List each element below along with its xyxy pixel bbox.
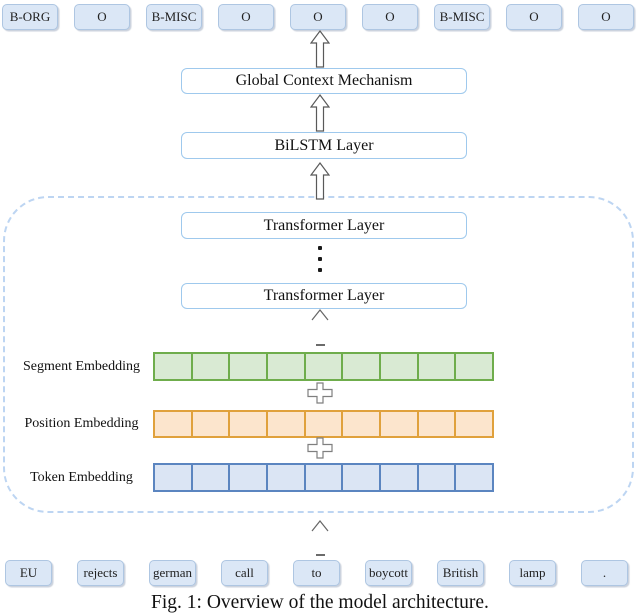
embedding-cell — [379, 410, 419, 438]
output-label-box: O — [578, 4, 634, 30]
embedding-cell — [341, 463, 382, 492]
position-embedding-row — [153, 410, 495, 438]
embedding-cell — [303, 352, 344, 381]
up-arrow-icon — [310, 30, 330, 68]
token-embedding-row — [153, 463, 495, 492]
input-token-box: call — [221, 560, 268, 586]
embedding-cell — [190, 463, 231, 492]
input-token-box: rejects — [77, 560, 124, 586]
embedding-cell — [228, 352, 269, 381]
plus-icon — [307, 382, 333, 404]
input-token-box: boycott — [365, 560, 412, 586]
segment-embedding-row — [153, 352, 495, 381]
embedding-cell — [153, 410, 193, 438]
input-token-box: . — [581, 560, 628, 586]
embedding-cell — [153, 352, 193, 381]
output-label-box: B-ORG — [2, 4, 58, 30]
input-token-box: german — [149, 560, 196, 586]
transformer-layer-bottom-block: Transformer Layer — [181, 283, 467, 309]
embedding-cell — [341, 352, 382, 381]
dashed-arrow-stem — [316, 344, 325, 346]
embedding-cell — [379, 352, 419, 381]
embedding-cell — [153, 463, 193, 492]
transformer-layer-label: Transformer Layer — [263, 216, 385, 234]
embedding-cell — [341, 410, 382, 438]
dashed-up-arrow-icon — [311, 309, 329, 321]
segment-embedding-label: Segment Embedding — [22, 359, 141, 374]
transformer-layer-top-block: Transformer Layer — [181, 212, 467, 239]
output-label-box: B-MISC — [434, 4, 490, 30]
embedding-cell — [416, 463, 457, 492]
output-label-box: O — [506, 4, 562, 30]
bilstm-layer-label: BiLSTM Layer — [274, 136, 374, 154]
global-context-mechanism-block: Global Context Mechanism — [181, 68, 467, 94]
embedding-cell — [379, 463, 419, 492]
embedding-cell — [228, 410, 269, 438]
transformer-layer-label: Transformer Layer — [263, 287, 385, 304]
up-arrow-icon — [310, 94, 330, 132]
output-label-box: B-MISC — [146, 4, 202, 30]
ellipsis-dot — [318, 257, 322, 261]
ellipsis-dot — [318, 246, 322, 250]
token-embedding-label: Token Embedding — [30, 470, 133, 485]
dashed-arrow-stem — [316, 554, 325, 556]
position-embedding-label: Position Embedding — [24, 416, 139, 431]
embedding-cell — [416, 352, 457, 381]
output-label-box: O — [362, 4, 418, 30]
embedding-cell — [228, 463, 269, 492]
input-token-box: to — [293, 560, 340, 586]
output-label-box: O — [218, 4, 274, 30]
dashed-up-arrow-icon — [311, 520, 329, 532]
output-label-box: O — [74, 4, 130, 30]
input-token-box: EU — [5, 560, 52, 586]
embedding-cell — [190, 410, 231, 438]
up-arrow-icon — [310, 162, 330, 200]
plus-icon — [307, 437, 333, 459]
embedding-cell — [303, 410, 344, 438]
input-token-box: British — [437, 560, 484, 586]
input-token-box: lamp — [509, 560, 556, 586]
embedding-cell — [454, 463, 495, 492]
embedding-cell — [416, 410, 457, 438]
embedding-cell — [454, 410, 495, 438]
figure-caption: Fig. 1: Overview of the model architectu… — [151, 592, 489, 613]
embedding-cell — [454, 352, 495, 381]
embedding-cell — [266, 410, 306, 438]
embedding-cell — [303, 463, 344, 492]
ellipsis-dot — [318, 268, 322, 272]
output-label-box: O — [290, 4, 346, 30]
global-context-mechanism-label: Global Context Mechanism — [235, 72, 413, 89]
embedding-cell — [190, 352, 231, 381]
embedding-cell — [266, 463, 306, 492]
embedding-cell — [266, 352, 306, 381]
bilstm-layer-block: BiLSTM Layer — [181, 132, 467, 159]
